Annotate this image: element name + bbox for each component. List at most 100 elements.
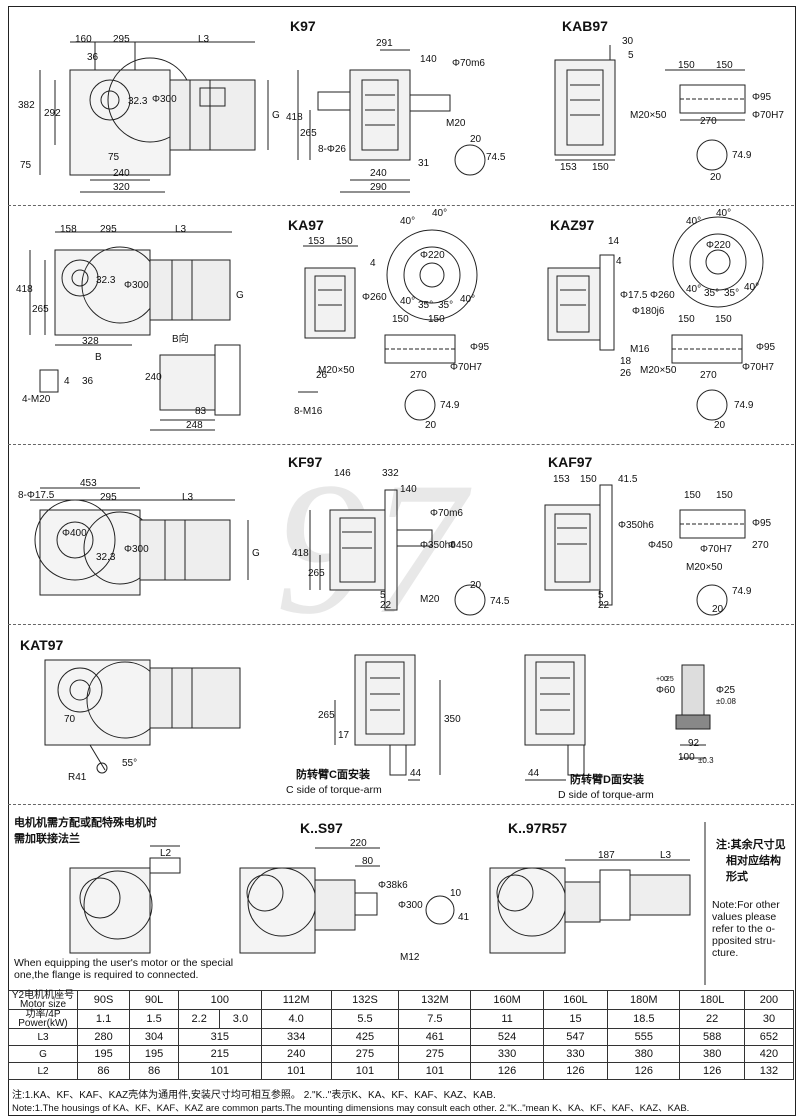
dim: Φ70H7 [742, 362, 774, 373]
table-cell: 132M [398, 990, 472, 1010]
table-cell: 330 [542, 1045, 609, 1063]
dim: Φ70m6 [452, 58, 485, 69]
table-cell: 425 [330, 1028, 400, 1046]
table-cell: 547 [542, 1028, 609, 1046]
row-label: L3 [8, 1028, 78, 1046]
table-cell: 420 [743, 1045, 795, 1063]
dim: Φ350h6 [618, 520, 654, 531]
dim: 92 [688, 738, 700, 749]
dim: Φ70H7 [450, 362, 482, 373]
motor-note-en-2: one,the flange is required to connected. [14, 969, 199, 981]
dim: 80 [362, 856, 374, 867]
dim: Φ180j6 [632, 306, 665, 317]
table-cell: 180M [607, 990, 681, 1010]
section-divider [8, 624, 794, 625]
dim: ±0.08 [716, 697, 736, 706]
motor-note-cn-2: 需加联接法兰 [14, 833, 80, 845]
table-cell: 126 [679, 1062, 745, 1080]
dim: 32.3 [128, 96, 148, 107]
dim: 158 [60, 224, 77, 235]
dim: 74.5 [486, 152, 506, 163]
table-cell: 330 [470, 1045, 544, 1063]
dim: Φ450 [648, 540, 673, 551]
kaz97-title: KAZ97 [550, 217, 595, 233]
table-cell: 132 [743, 1062, 795, 1080]
side-note-en-2: values please [712, 911, 777, 923]
dim: 20 [710, 172, 722, 183]
dim: 4 [370, 258, 376, 269]
dim: 74.5 [490, 596, 510, 607]
dim: Φ60 [656, 685, 676, 696]
dim: 292 [44, 108, 61, 119]
dim: G [252, 548, 260, 559]
table-cell: 11 [470, 1009, 544, 1029]
dim: 40° [686, 216, 702, 227]
dim: L3 [660, 850, 672, 861]
dim: B向 [172, 334, 189, 345]
dim: Φ17.5 [620, 290, 648, 301]
table-cell: 180L [679, 990, 745, 1010]
kat97-drawing [44, 654, 711, 781]
dim: 41 [458, 912, 470, 923]
dim: G [272, 110, 280, 121]
table-cell: 215 [178, 1045, 262, 1063]
dim: +0.25 [656, 676, 674, 683]
dim: M20×50 [630, 110, 667, 121]
dim: 220 [350, 838, 367, 849]
dim: 17 [338, 730, 350, 741]
dim: 150 [336, 236, 353, 247]
side-note-en-5: cture. [712, 947, 739, 959]
dim: 270 [700, 116, 717, 127]
dim: 36 [87, 52, 99, 63]
table-cell: 380 [679, 1045, 745, 1063]
table-row: L3 280 304 315 334 425 461 524 547 555 5… [8, 1028, 795, 1046]
kaf97-title: KAF97 [548, 454, 593, 470]
side-note-cn-1: 注:其余尺寸见 [716, 839, 786, 851]
row-label: G [8, 1045, 78, 1063]
table-cell: 461 [398, 1028, 472, 1046]
dim: 35° [704, 288, 720, 299]
k97r57-title: K..97R57 [508, 820, 568, 836]
dim: 8-M16 [294, 406, 323, 417]
dim: G [236, 290, 244, 301]
dim: 150 [678, 314, 695, 325]
dim: 100 [678, 752, 695, 763]
dim: 153 [560, 162, 577, 173]
dim: 350 [444, 714, 461, 725]
dim: 418 [16, 284, 33, 295]
dim: M20×50 [640, 365, 677, 376]
table-cell: 101 [260, 1062, 332, 1080]
ka97-title: KA97 [288, 217, 324, 233]
dim: 150 [716, 60, 733, 71]
dim: 40° [686, 284, 702, 295]
kf97-drawing [30, 484, 746, 616]
dim: Φ300 [152, 94, 177, 105]
table-cell: 195 [129, 1045, 180, 1063]
dim: 240 [113, 168, 130, 179]
dim: Φ95 [752, 92, 772, 103]
dim: 146 [334, 468, 351, 479]
table-cell: 1.1 [76, 1009, 131, 1029]
table-cell: 126 [542, 1062, 609, 1080]
dim: 150 [580, 474, 597, 485]
dim: 0 [664, 676, 668, 683]
dim: Φ260 [650, 290, 675, 301]
dim: 4 [616, 256, 622, 267]
dim: 20 [714, 420, 726, 431]
table-cell: 304 [129, 1028, 180, 1046]
side-note-en-4: pposited stru- [712, 935, 776, 947]
dim: 418 [286, 112, 303, 123]
dim: 55° [122, 758, 138, 769]
dim: 140 [400, 484, 417, 495]
drawing-sheet [8, 6, 796, 1116]
table-cell: 2.2 [178, 1009, 221, 1029]
dim: 265 [318, 710, 335, 721]
dim: 295 [100, 224, 117, 235]
dim: 44 [528, 768, 540, 779]
dim: 36 [82, 376, 94, 387]
dim: Φ95 [756, 342, 776, 353]
dim: 240 [145, 372, 162, 383]
